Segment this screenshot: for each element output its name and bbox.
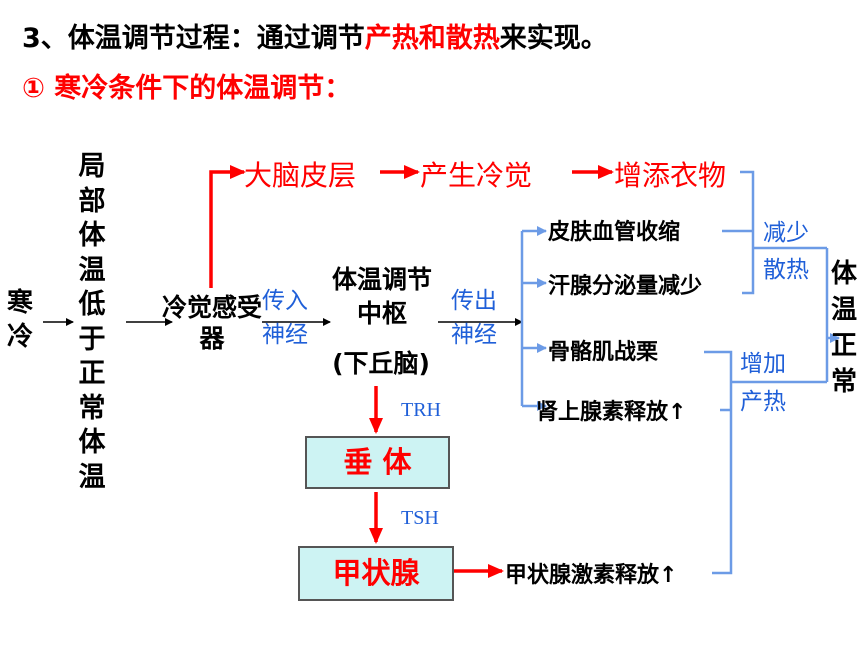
- node-cold-sensation: 产生冷觉: [420, 159, 533, 192]
- bracket-reduce-heat-loss: [740, 170, 755, 295]
- node-center-sub: (下丘脑): [332, 349, 430, 378]
- node-cortex: 大脑皮层: [244, 159, 357, 192]
- effect-sweat-reduction: 汗腺分泌量减少: [548, 274, 703, 299]
- arrow-receptor-to-cortex: [209, 165, 246, 288]
- node-thyroid: 甲状腺: [298, 546, 454, 601]
- label-reduce-heat-loss: 减少 散热: [763, 215, 809, 289]
- label-trh: TRH: [401, 399, 441, 421]
- effect-vasoconstriction: 皮肤血管收缩: [548, 220, 681, 245]
- label-afferent: 传入 神经: [262, 284, 308, 352]
- node-receptor: 冷觉感受器: [162, 293, 263, 353]
- label-reduce-2: 散热: [763, 257, 809, 283]
- label-increase-2: 产热: [740, 389, 786, 415]
- label-tsh: TSH: [401, 507, 439, 529]
- heading-highlight: 产热和散热: [364, 23, 500, 54]
- heading-suffix: 来实现。: [499, 23, 608, 54]
- label-increase-heat: 增加 产热: [740, 345, 786, 421]
- label-increase-1: 增加: [740, 351, 786, 377]
- node-thyroid-hormone: 甲状腺激素释放↑: [505, 563, 678, 588]
- effect-adrenaline: 肾上腺素释放↑: [536, 400, 687, 425]
- heading: 3、体温调节过程：通过调节产热和散热来实现。: [22, 16, 608, 55]
- node-normal-temp: 体温正常: [830, 259, 857, 397]
- node-add-clothes: 增添衣物: [614, 159, 727, 192]
- node-local-low-temp: 局部体温低于正常体温: [78, 151, 106, 493]
- label-efferent-2: 神经: [451, 322, 497, 348]
- heading-prefix: 3、体温调节过程：通过调节: [22, 23, 365, 54]
- bracket-increase-heat: [704, 350, 733, 575]
- node-pituitary: 垂 体: [305, 436, 450, 489]
- label-afferent-1: 传入: [262, 288, 308, 314]
- subheading: ① 寒冷条件下的体温调节：: [22, 73, 352, 104]
- node-cold: 寒冷: [6, 288, 33, 352]
- label-reduce-1: 减少: [763, 220, 809, 246]
- label-efferent: 传出 神经: [451, 284, 497, 352]
- label-efferent-1: 传出: [451, 288, 497, 314]
- label-afferent-2: 神经: [262, 322, 308, 348]
- effect-shivering: 骨骼肌战栗: [548, 340, 659, 365]
- node-center: 体温调节中枢: [331, 265, 432, 328]
